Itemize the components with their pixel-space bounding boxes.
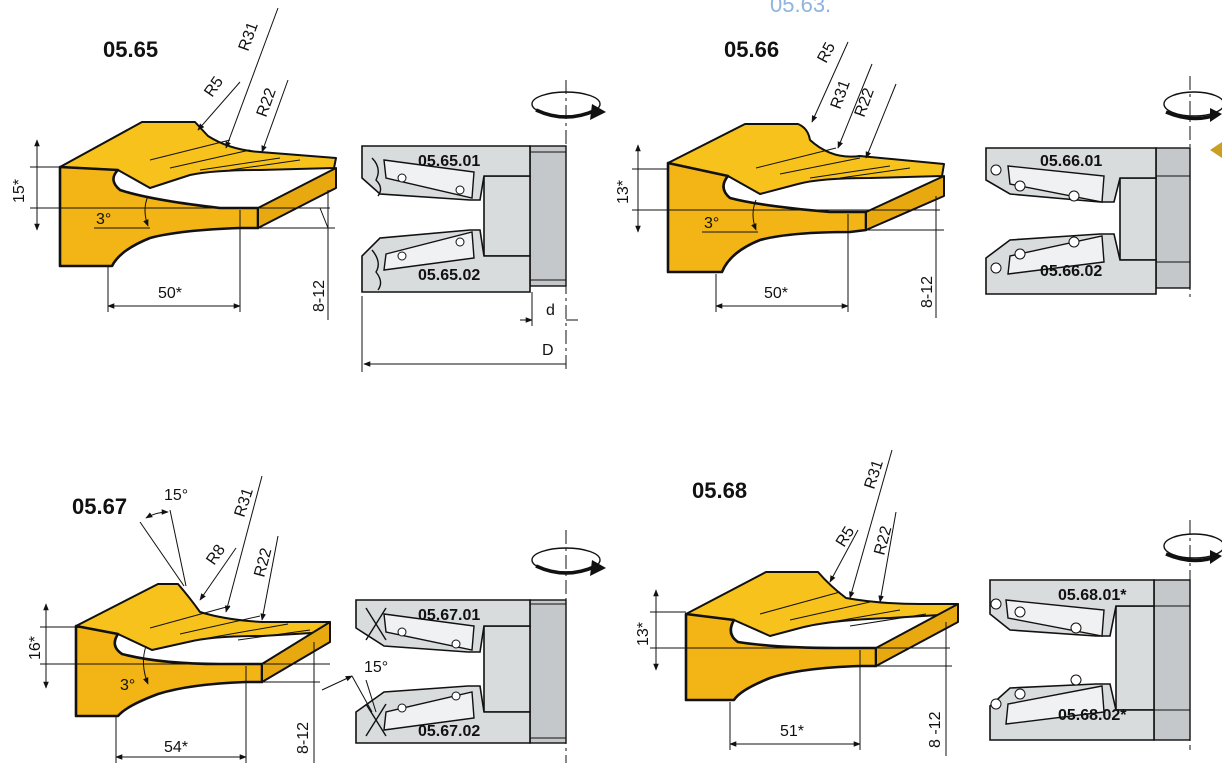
dim-top-angle: 15° bbox=[164, 487, 188, 504]
dim-diameter: D bbox=[542, 342, 554, 359]
dim-width: 50* bbox=[764, 285, 788, 302]
cutter-head bbox=[989, 579, 1191, 741]
rotation-arrow-icon bbox=[1163, 533, 1222, 564]
dim-height: 15* bbox=[11, 179, 28, 203]
panel-code: 05.66 bbox=[724, 37, 779, 62]
radius-small: R5 bbox=[815, 40, 840, 66]
knife-code-top: 05.65.01 bbox=[418, 153, 480, 170]
knife-code-top: 05.68.01* bbox=[1058, 587, 1127, 604]
dim-width: 54* bbox=[164, 739, 188, 756]
knife-code-bottom: 05.68.02* bbox=[1058, 707, 1127, 724]
accent-arrow-icon bbox=[1210, 142, 1222, 158]
cutter-head bbox=[985, 147, 1191, 295]
dim-angle: 3° bbox=[96, 211, 111, 228]
radius-large: R31 bbox=[862, 458, 887, 491]
radius-mid: R22 bbox=[871, 524, 895, 557]
knife-code-bottom: 05.66.02 bbox=[1040, 263, 1102, 280]
radius-large: R31 bbox=[828, 78, 854, 111]
dim-thickness: 8-12 bbox=[295, 722, 312, 754]
profile-shape bbox=[58, 121, 337, 268]
panel-05-66: 05.66 13* 3° 50* 8-12 R5 R31 R22 bbox=[615, 37, 1222, 318]
dim-thickness: 8-12 bbox=[919, 276, 936, 308]
dim-angle: 3° bbox=[704, 215, 719, 232]
dim-height: 13* bbox=[635, 622, 652, 646]
panel-05-67: 05.67 16* 3° 54* 8-12 15° R8 R31 R22 bbox=[27, 475, 606, 763]
profile-shape bbox=[666, 123, 945, 274]
dim-height: 16* bbox=[27, 636, 44, 660]
dim-thickness: 8-12 bbox=[311, 280, 328, 312]
panel-code: 05.65 bbox=[103, 37, 158, 62]
rotation-arrow-icon bbox=[531, 91, 606, 120]
dim-thickness: 8 -12 bbox=[927, 711, 944, 748]
radius-small: R5 bbox=[833, 524, 858, 550]
panel-code: 05.68 bbox=[692, 478, 747, 503]
rotation-arrow-icon bbox=[531, 547, 606, 576]
header-fragment: 05.63. bbox=[770, 0, 831, 17]
dim-angle: 3° bbox=[120, 677, 135, 694]
dim-width: 50* bbox=[158, 285, 182, 302]
profile-shape bbox=[74, 583, 331, 718]
radius-small: R5 bbox=[201, 74, 227, 101]
knife-code-top: 05.67.01 bbox=[418, 607, 480, 624]
cutter-head bbox=[361, 145, 567, 293]
panel-05-65: 05.65 15* 3° 50* 8-12 R31 bbox=[11, 7, 606, 372]
profile-shape bbox=[684, 571, 959, 702]
radius-large: R31 bbox=[236, 20, 262, 53]
radius-mid: R22 bbox=[251, 546, 275, 579]
dim-height: 13* bbox=[615, 180, 632, 204]
radius-mid: R22 bbox=[852, 86, 878, 119]
dim-bore: d bbox=[546, 302, 555, 319]
knife-code-bottom: 05.67.02 bbox=[418, 723, 480, 740]
radius-large: R31 bbox=[232, 486, 257, 519]
panel-code: 05.67 bbox=[72, 494, 127, 519]
knife-code-bottom: 05.65.02 bbox=[418, 267, 480, 284]
knife-code-top: 05.66.01 bbox=[1040, 153, 1102, 170]
dim-knife-angle: 15° bbox=[364, 659, 388, 676]
rotation-arrow-icon bbox=[1163, 91, 1222, 122]
panel-05-68: 05.68 13* 51* 8 -12 R5 R31 R22 bbox=[635, 449, 1222, 756]
cutter-head bbox=[355, 599, 567, 744]
dim-width: 51* bbox=[780, 723, 804, 740]
